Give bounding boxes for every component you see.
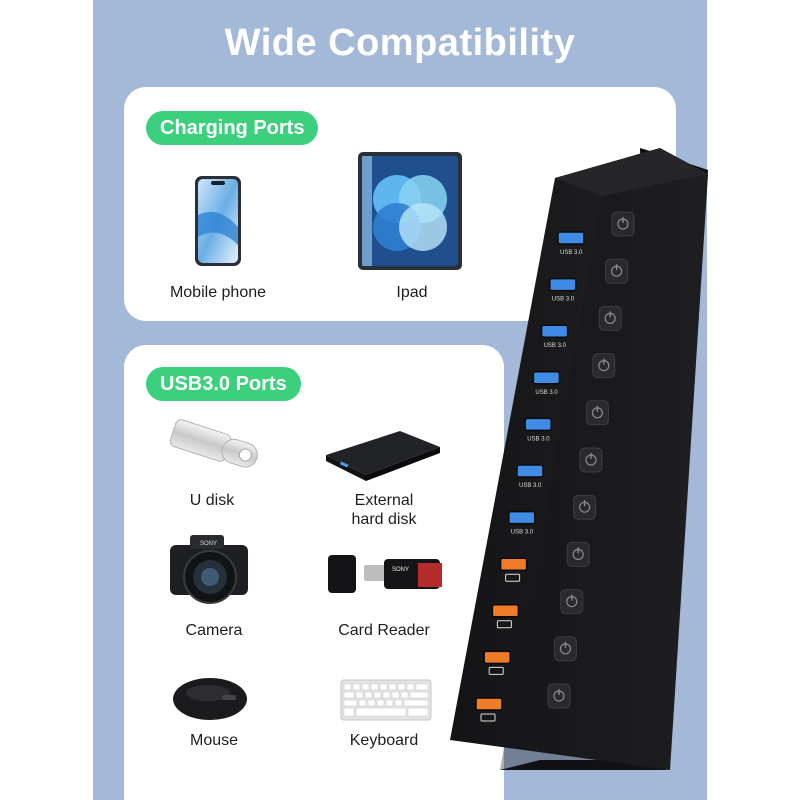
- power-button-icon[interactable]: [605, 258, 629, 284]
- tablet-icon: [358, 152, 462, 270]
- lightning-icon: [480, 713, 496, 722]
- device-label-camera: Camera: [185, 622, 243, 639]
- usb-3-port: USB 3.0: [516, 464, 544, 489]
- smartphone-icon: [195, 176, 241, 266]
- card-brand: SONY: [392, 567, 409, 573]
- camera-icon: SONY: [170, 535, 248, 604]
- usb-port-label: USB 3.0: [544, 343, 567, 349]
- external-hard-disk-icon: [326, 431, 440, 481]
- usb-3-port: USB 3.0: [524, 417, 552, 442]
- mouse-icon: [173, 678, 247, 720]
- usb-3-port: USB 3.0: [557, 231, 585, 256]
- camera-brand: SONY: [200, 541, 217, 547]
- power-button-icon[interactable]: [566, 541, 590, 567]
- power-button-icon[interactable]: [573, 494, 597, 520]
- usb-port-label: USB 3.0: [519, 483, 542, 489]
- device-label-line-2: hard disk: [351, 511, 417, 528]
- device-label-card-reader: Card Reader: [338, 622, 430, 639]
- usb-3-port: USB 3.0: [508, 510, 536, 536]
- device-label-mouse: Mouse: [189, 732, 239, 749]
- power-button-icon[interactable]: [611, 211, 635, 237]
- device-label-keyboard: Keyboard: [349, 732, 419, 749]
- device-label-ipad: Ipad: [396, 284, 428, 301]
- usb-3-port: USB 3.0: [540, 324, 569, 349]
- usb-ports-badge: USB3.0 Ports: [146, 367, 301, 401]
- device-label-u-disk: U disk: [189, 492, 235, 509]
- page-title: Wide Compatibility: [224, 22, 576, 64]
- device-label-mobile-phone: Mobile phone: [169, 284, 267, 301]
- charging-port: [491, 604, 520, 629]
- usb-ports-card: USB3.0 Ports U disk: [124, 345, 504, 800]
- lightning-icon: [488, 666, 504, 675]
- lightning-icon: [505, 573, 521, 582]
- usb-flash-drive-icon: [169, 419, 258, 468]
- device-label-line-1: External: [354, 492, 414, 509]
- power-button-icon[interactable]: [579, 447, 603, 473]
- usb-3-port: USB 3.0: [532, 371, 561, 396]
- power-button-icon[interactable]: [598, 305, 622, 331]
- usb-3-port: USB 3.0: [549, 277, 577, 303]
- usb-port-label: USB 3.0: [511, 530, 534, 536]
- device-label-external-hard-disk: External hard disk: [304, 491, 464, 529]
- power-button-icon[interactable]: [585, 400, 609, 426]
- charging-port: [483, 650, 511, 675]
- usb-port-label: USB 3.0: [552, 297, 575, 303]
- hub-switches: [547, 211, 635, 709]
- charging-port: [499, 557, 528, 582]
- usb-port-label: USB 3.0: [560, 250, 583, 256]
- charging-ports-badge: Charging Ports: [146, 111, 319, 145]
- usb-port-label: USB 3.0: [527, 436, 550, 442]
- power-button-icon[interactable]: [553, 636, 577, 662]
- card-reader-icon: SONY: [328, 555, 442, 593]
- keyboard-icon: [340, 679, 432, 721]
- power-button-icon[interactable]: [547, 683, 571, 709]
- usb-port-label: USB 3.0: [535, 390, 558, 396]
- lightning-icon: [496, 620, 512, 629]
- charging-port: [475, 697, 503, 722]
- power-button-icon[interactable]: [560, 589, 584, 615]
- power-button-icon[interactable]: [592, 353, 616, 379]
